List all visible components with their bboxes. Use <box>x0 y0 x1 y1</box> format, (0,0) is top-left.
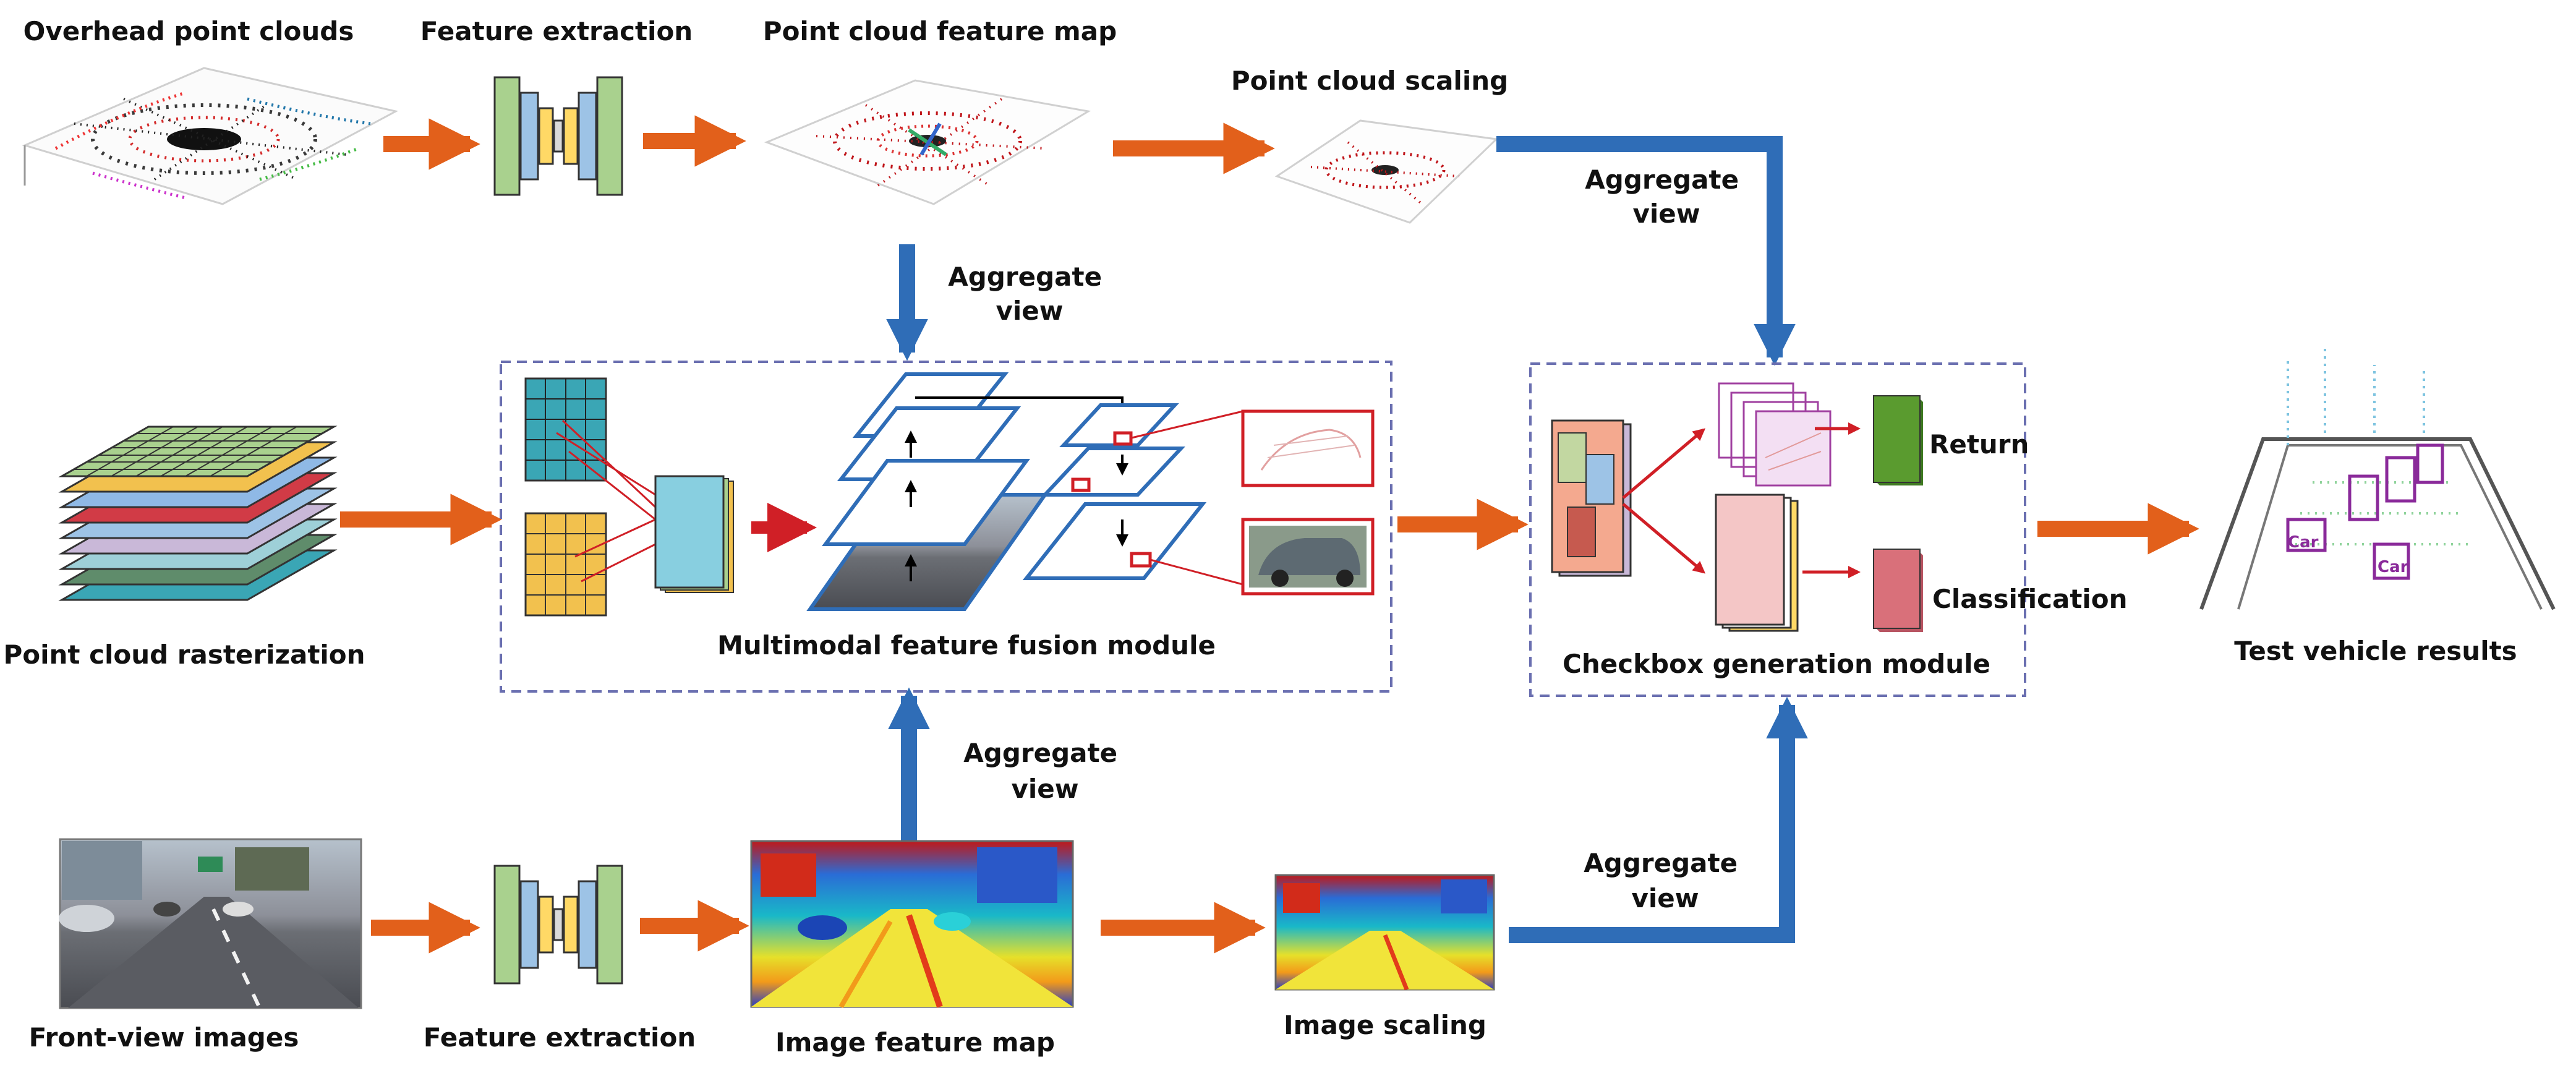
classification-block <box>1873 549 1923 632</box>
3d-detection-result-icon: Car Car <box>2199 346 2556 610</box>
image-feature-map-label: Image feature map <box>775 1027 1055 1058</box>
multimodal-fusion-module-label: Multimodal feature fusion module <box>717 630 1216 660</box>
aggregate-view-bottom-right-label: Aggregate view <box>1584 848 1746 913</box>
classification-label: Classification <box>1932 584 2128 614</box>
feature-extraction-bottom-label: Feature extraction <box>424 1022 696 1053</box>
encoder-decoder-network-icon <box>493 76 623 196</box>
image-scaling-label: Image scaling <box>1284 1010 1486 1040</box>
aggregate-view-bottom-label: Aggregate view <box>963 738 1126 804</box>
point-cloud-scaling-label: Point cloud scaling <box>1231 66 1508 96</box>
overhead-point-clouds-label: Overhead point clouds <box>23 16 354 46</box>
cube-stack-icon <box>1718 382 1861 487</box>
arrow-pc-scaling-to-checkbox <box>1496 136 1796 366</box>
car-label-1: Car <box>2288 533 2319 552</box>
return-label: Return <box>1929 429 2029 460</box>
return-block <box>1873 395 1923 485</box>
point-cloud-feature-map-icon <box>764 79 1091 205</box>
test-vehicle-results-label: Test vehicle results <box>2234 636 2517 666</box>
point-cloud-scaling-icon <box>1274 119 1499 224</box>
point-cloud-plot-icon <box>22 67 399 205</box>
front-view-images-label: Front-view images <box>29 1022 299 1053</box>
image-scaling-icon <box>1274 874 1495 991</box>
feature-block-icon <box>1715 494 1861 632</box>
heatmap-icon <box>750 840 1074 1009</box>
arrow-image-scaling-to-checkbox <box>1509 696 1808 943</box>
encoder-decoder-network-icon <box>493 865 623 985</box>
road-photo-icon <box>59 838 362 1009</box>
checkbox-internal-icon <box>1551 419 1706 577</box>
checkbox-generation-module-label: Checkbox generation module <box>1563 649 1990 679</box>
feature-extraction-top-label: Feature extraction <box>420 16 693 46</box>
point-cloud-rasterization-label: Point cloud rasterization <box>3 639 365 670</box>
raster-grid-stack-icon <box>58 425 338 601</box>
car-label-2: Car <box>2378 558 2408 576</box>
aggregate-view-top-right-label: Aggregate view <box>1585 165 1747 229</box>
feature-pyramid-icon <box>806 372 1375 611</box>
checkbox-generation-module-box <box>1529 362 2026 697</box>
multimodal-fusion-module-box <box>500 361 1392 693</box>
aggregate-view-top-label: Aggregate view <box>948 262 1111 326</box>
point-cloud-feature-map-label: Point cloud feature map <box>763 16 1117 46</box>
fusion-internal-icon <box>524 377 817 617</box>
